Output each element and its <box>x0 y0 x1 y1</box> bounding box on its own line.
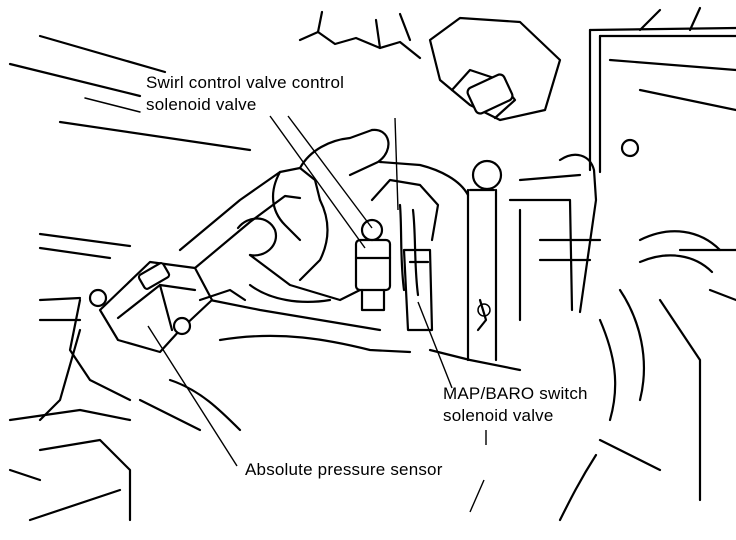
right-vertical-hose <box>466 153 602 362</box>
map-label-line2: solenoid valve <box>443 406 554 425</box>
swirl-valve-assembly <box>354 218 434 332</box>
lower-manifold <box>218 298 522 372</box>
absolute-pressure-sensor-shape <box>88 260 247 354</box>
upper-frame-lines <box>8 34 252 152</box>
map-label-line1: MAP/BARO switch <box>443 384 588 403</box>
absolute-label-text: Absolute pressure sensor <box>245 460 443 479</box>
swirl-label-line2: solenoid valve <box>146 95 257 114</box>
swirl-valve-label: Swirl control valve control solenoid val… <box>146 72 344 116</box>
map-baro-label: MAP/BARO switch solenoid valve <box>443 383 588 427</box>
intake-pipes <box>178 128 470 332</box>
swirl-label-line1: Swirl control valve control <box>146 73 345 92</box>
absolute-pressure-label: Absolute pressure sensor <box>245 459 443 481</box>
leader-lines <box>147 115 487 513</box>
right-housing <box>558 230 736 522</box>
top-components <box>298 6 736 174</box>
left-engine-body <box>8 232 242 522</box>
